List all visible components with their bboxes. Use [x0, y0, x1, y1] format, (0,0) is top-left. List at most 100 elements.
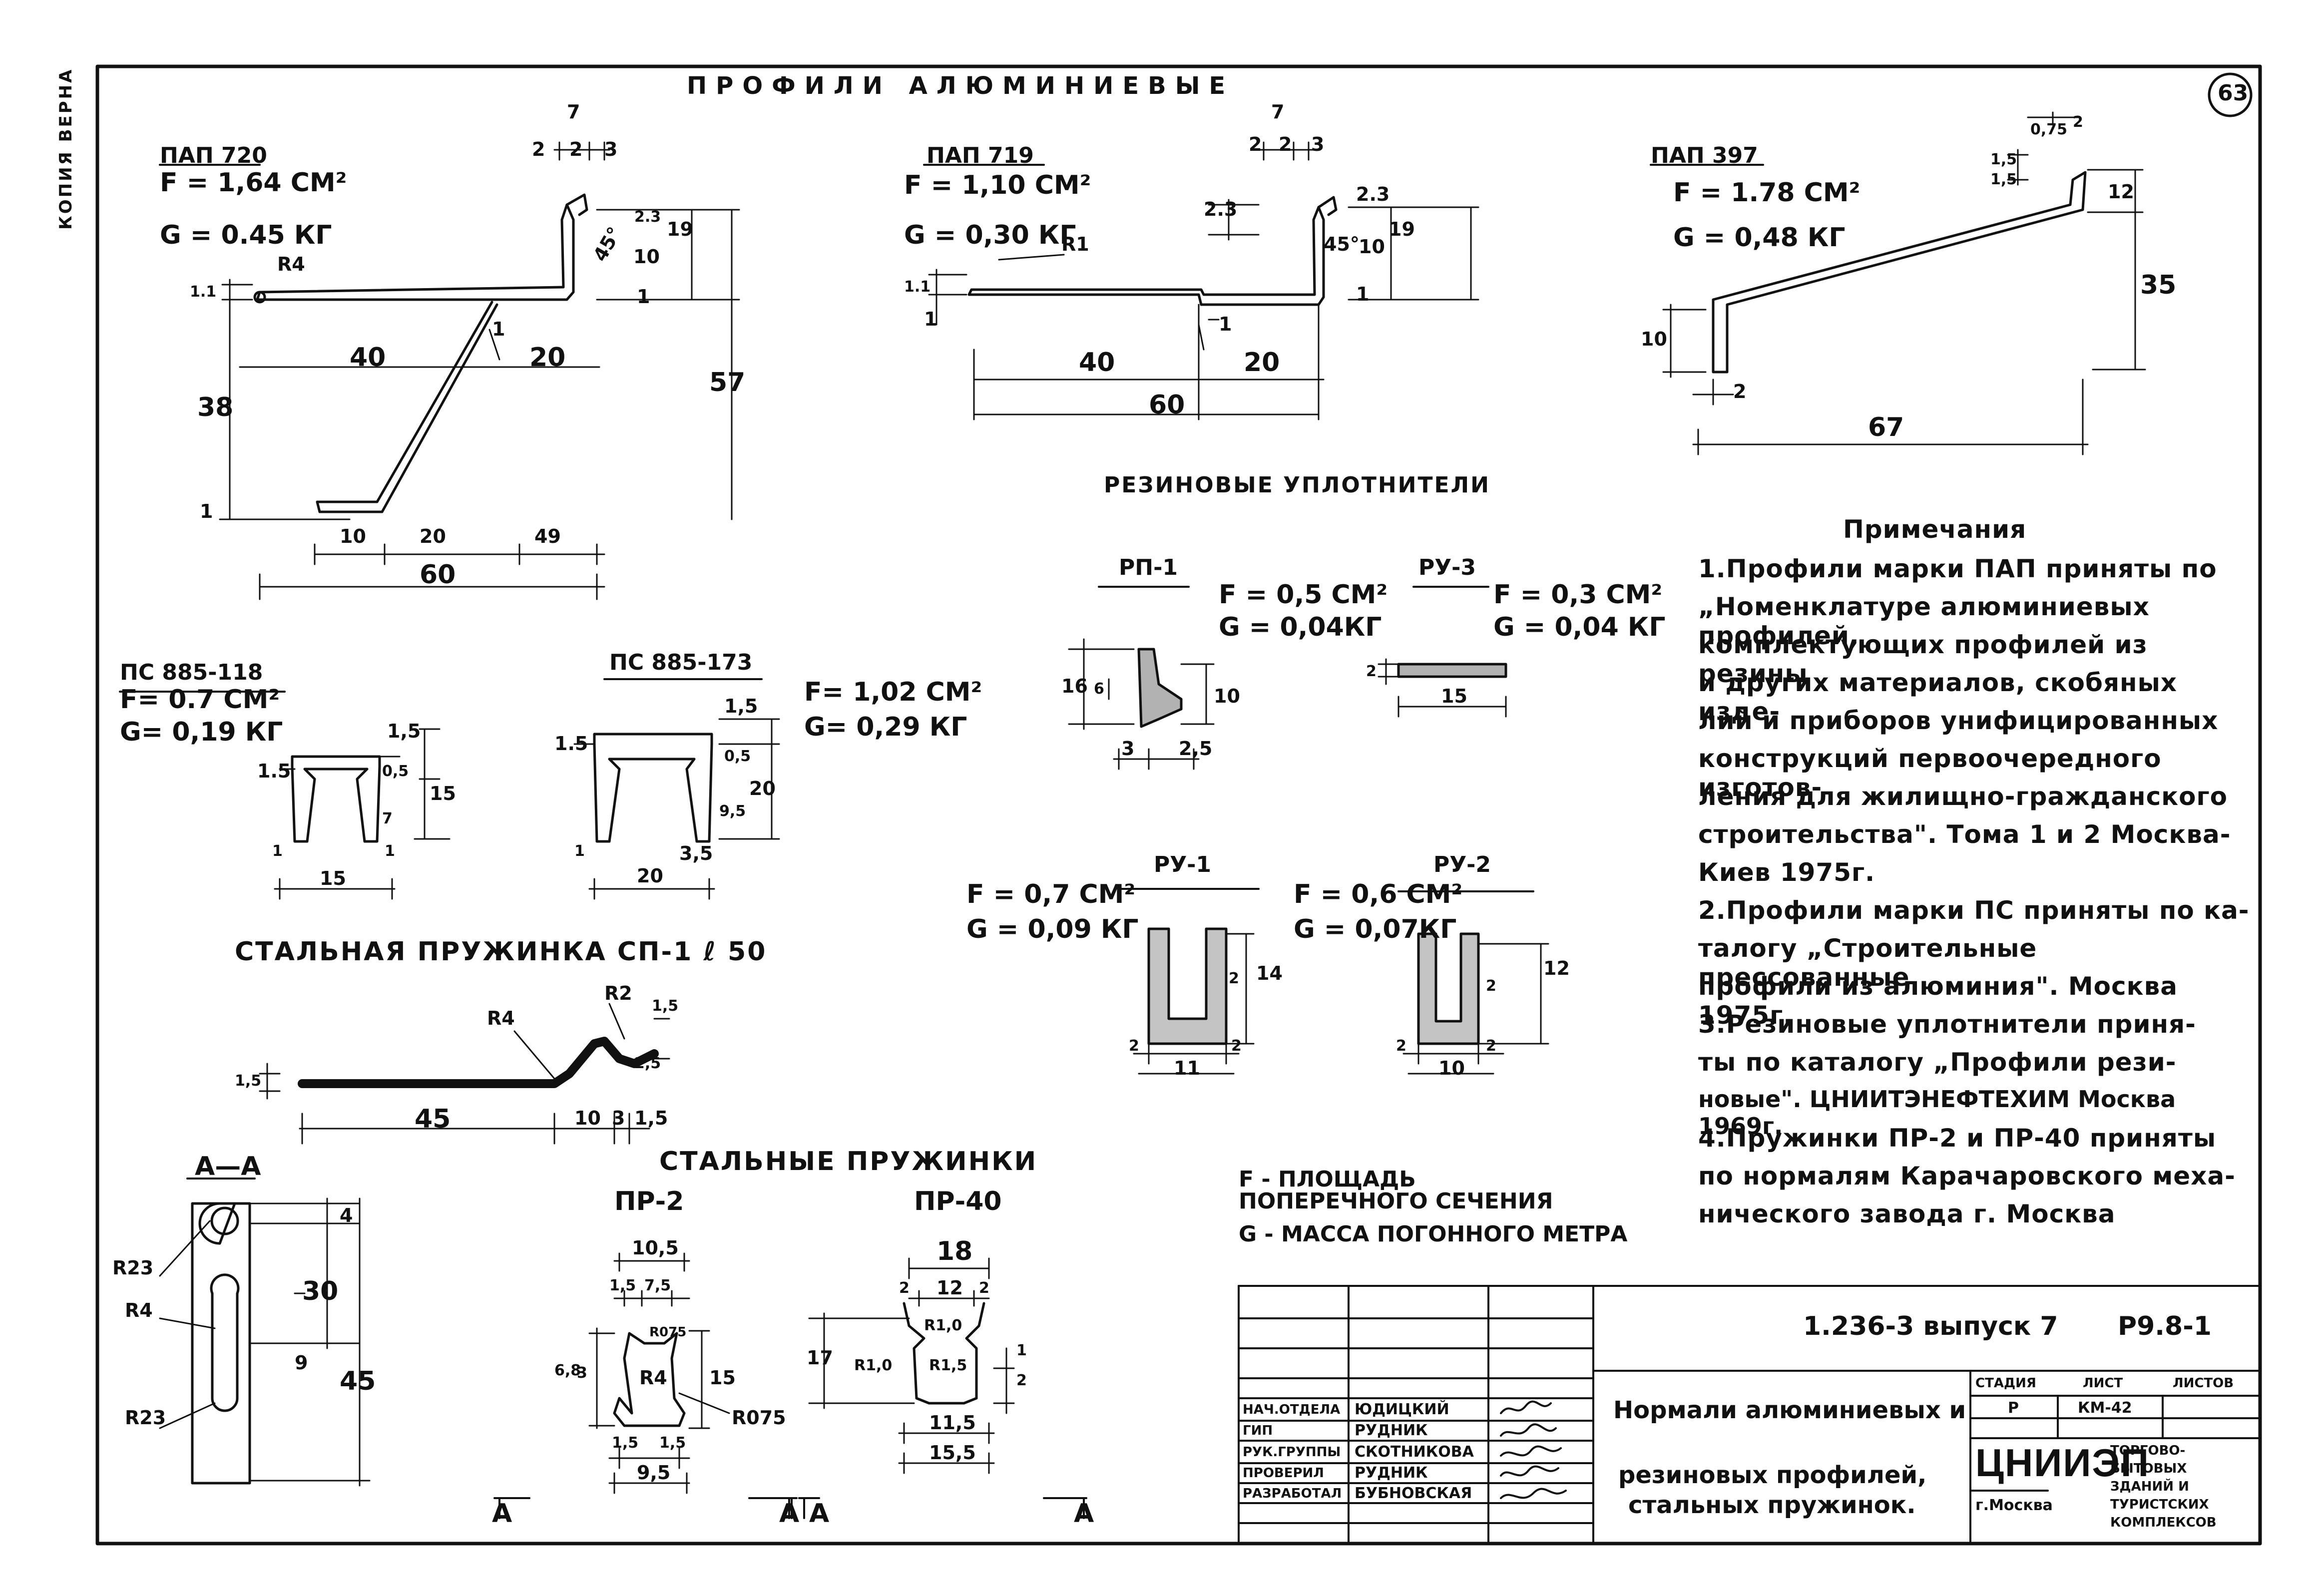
spring-sp1-dim: 3 [612, 1107, 625, 1129]
pap720-dim: 1 [200, 500, 213, 522]
ru1-shape [1118, 888, 1260, 1075]
pap719-dim: 2.3 [1204, 198, 1238, 220]
pap720-dim: 38 [197, 393, 234, 422]
section-aa-dim: R23 [112, 1257, 154, 1279]
pr2-dim: R4 [639, 1367, 667, 1389]
role-label: ГИП [1243, 1423, 1273, 1438]
pap719-dim: 60 [1149, 390, 1185, 420]
pap397-dim: 1,5 [1990, 151, 2017, 168]
pap719-dim: 1 [1356, 283, 1370, 305]
pr2-dim: 15 [709, 1367, 736, 1389]
role-label: РУК.ГРУППЫ [1243, 1445, 1341, 1460]
steel-springs-cut-mark: А [1074, 1499, 1094, 1529]
pr40-dim: 11,5 [929, 1412, 976, 1434]
spring-sp1-dim: 45 [415, 1104, 451, 1134]
pr40-dim: 1 [1016, 1342, 1027, 1359]
pap719-dim: 20 [1244, 348, 1280, 378]
section-aa-dim: 4 [340, 1204, 353, 1226]
pap397-dim: 35 [2140, 270, 2177, 300]
role-label: НАЧ.ОТДЕЛА [1243, 1402, 1341, 1417]
pap719-dim: 2 [1249, 133, 1262, 155]
rp1-name: РП-1 [1119, 555, 1178, 580]
pap720-dim: 1 [637, 286, 650, 308]
pap720-dim: 10 [633, 246, 660, 268]
pap397-dim: 12 [2108, 181, 2134, 203]
pr2-dim: 9,5 [637, 1462, 671, 1484]
ps885173-dim: 9,5 [719, 802, 746, 820]
ps885118-mass: G= 0,19 КГ [120, 717, 283, 747]
pr2-shape [588, 1252, 730, 1494]
pap719-mass: G = 0,30 КГ [904, 220, 1076, 250]
person-name: РУДНИК [1355, 1422, 1428, 1439]
pr40-dim: 15,5 [929, 1442, 976, 1464]
sheet-title-line: резиновых профилей, [1618, 1461, 1927, 1489]
person-name: РУДНИК [1355, 1464, 1428, 1482]
ru1-mass: G = 0,09 КГ [966, 914, 1139, 944]
pap720-name: ПАП 720 [160, 143, 267, 168]
ps885118-dim: 1.5 [257, 760, 291, 782]
ps885173-shape [573, 678, 780, 900]
pr40-dim: R1,5 [929, 1357, 967, 1374]
pap720-dim: 49 [534, 525, 561, 547]
pap720-dim: 10 [340, 525, 366, 547]
note-line: 4.Пружинки ПР-2 и ПР-40 приняты [1698, 1124, 2217, 1153]
org-name-line: ТУРИСТСКИХ [2110, 1497, 2209, 1512]
pr2-dim: R075 [732, 1407, 786, 1429]
role-label: РАЗРАБОТАЛ [1243, 1486, 1342, 1501]
note-line: ления для жилищно-гражданского [1698, 782, 2228, 811]
note-line: 3.Резиновые уплотнители приня- [1698, 1010, 2196, 1039]
pap397-dim: 2 [1733, 381, 1747, 402]
sheet-title-line: Нормали алюминиевых и [1613, 1396, 1966, 1424]
note-line: нического завода г. Москва [1698, 1199, 2116, 1228]
notes-list: 1.Профили марки ПАП приняты по „Номенкла… [1698, 554, 2253, 1237]
note-line: новые". ЦНИИТЭНЕФТЕХИМ Москва 1969г. [1698, 1086, 2176, 1140]
pap720-dim: 3 [604, 138, 618, 160]
ru2-dim: 10 [1438, 1057, 1465, 1079]
pap720-dim: 19 [667, 218, 693, 240]
pap719-dim: 10 [1359, 236, 1385, 258]
sheet-title-line: стальных пружинок. [1628, 1491, 1916, 1519]
pr2-dim: 7,5 [644, 1277, 671, 1294]
ru2-dim: 2 [1486, 1037, 1496, 1055]
pap720-dim: 1.1 [190, 283, 217, 301]
pr40-name: ПР-40 [914, 1187, 1002, 1216]
note-line: по нормалям Карачаровского меха- [1698, 1162, 2236, 1190]
pap397-dim: 0,75 [2030, 121, 2068, 138]
person-name: СКОТНИКОВА [1355, 1443, 1474, 1461]
ru2-name: РУ-2 [1433, 852, 1491, 877]
pr2-dim: 6,8 [554, 1362, 581, 1379]
ru2-area: F = 0,6 CM² [1294, 879, 1463, 909]
rubber-seals-title: РЕЗИНОВЫЕ УПЛОТНИТЕЛИ [1104, 472, 1490, 498]
ps885173-mass: G= 0,29 КГ [804, 712, 967, 742]
ru1-name: РУ-1 [1154, 852, 1212, 877]
ps885118-dim: 1 [385, 842, 395, 860]
pap719-dim: 2 [1279, 133, 1292, 155]
pr40-dim: R1,0 [924, 1317, 962, 1334]
pap719-dim: 40 [1079, 348, 1115, 378]
ru2-dim: 2 [1396, 1037, 1406, 1055]
ru1-dim: 2 [1229, 970, 1239, 987]
pap719-area: F = 1,10 CM² [904, 170, 1091, 200]
pap719-dim: 3 [1311, 133, 1325, 155]
org-logo: ЦНИИЭП [1975, 1441, 2150, 1485]
section-aa-cut-mark: А [492, 1499, 512, 1529]
ps885118-shape [119, 691, 451, 900]
section-aa-dim: 9 [295, 1352, 308, 1374]
ru3-mass: G = 0,04 КГ [1493, 612, 1666, 642]
pap719-dim: 1 [1219, 313, 1232, 335]
note-line: и других материалов, скобяных изде- [1698, 668, 2178, 726]
spring-sp1-dim: 1,5 [634, 1107, 668, 1129]
pr2-name: ПР-2 [614, 1187, 684, 1216]
pap720-dim: 57 [709, 368, 746, 397]
pap720-dim: 20 [529, 343, 566, 373]
ru3-dim: 2 [1366, 663, 1377, 680]
ps885173-name: ПС 885-173 [609, 650, 753, 675]
org-name-line: БЫТОВЫХ [2110, 1461, 2187, 1476]
note-line: профили из алюминия". Москва 1975г. [1698, 972, 2178, 1030]
signatures [1500, 1400, 1567, 1499]
pap397-area: F = 1.78 CM² [1673, 178, 1860, 208]
person-name: БУБНОВСКАЯ [1355, 1485, 1472, 1502]
pap719-dim: 2.3 [1356, 183, 1390, 205]
ps885173-area: F= 1,02 CM² [804, 677, 982, 707]
